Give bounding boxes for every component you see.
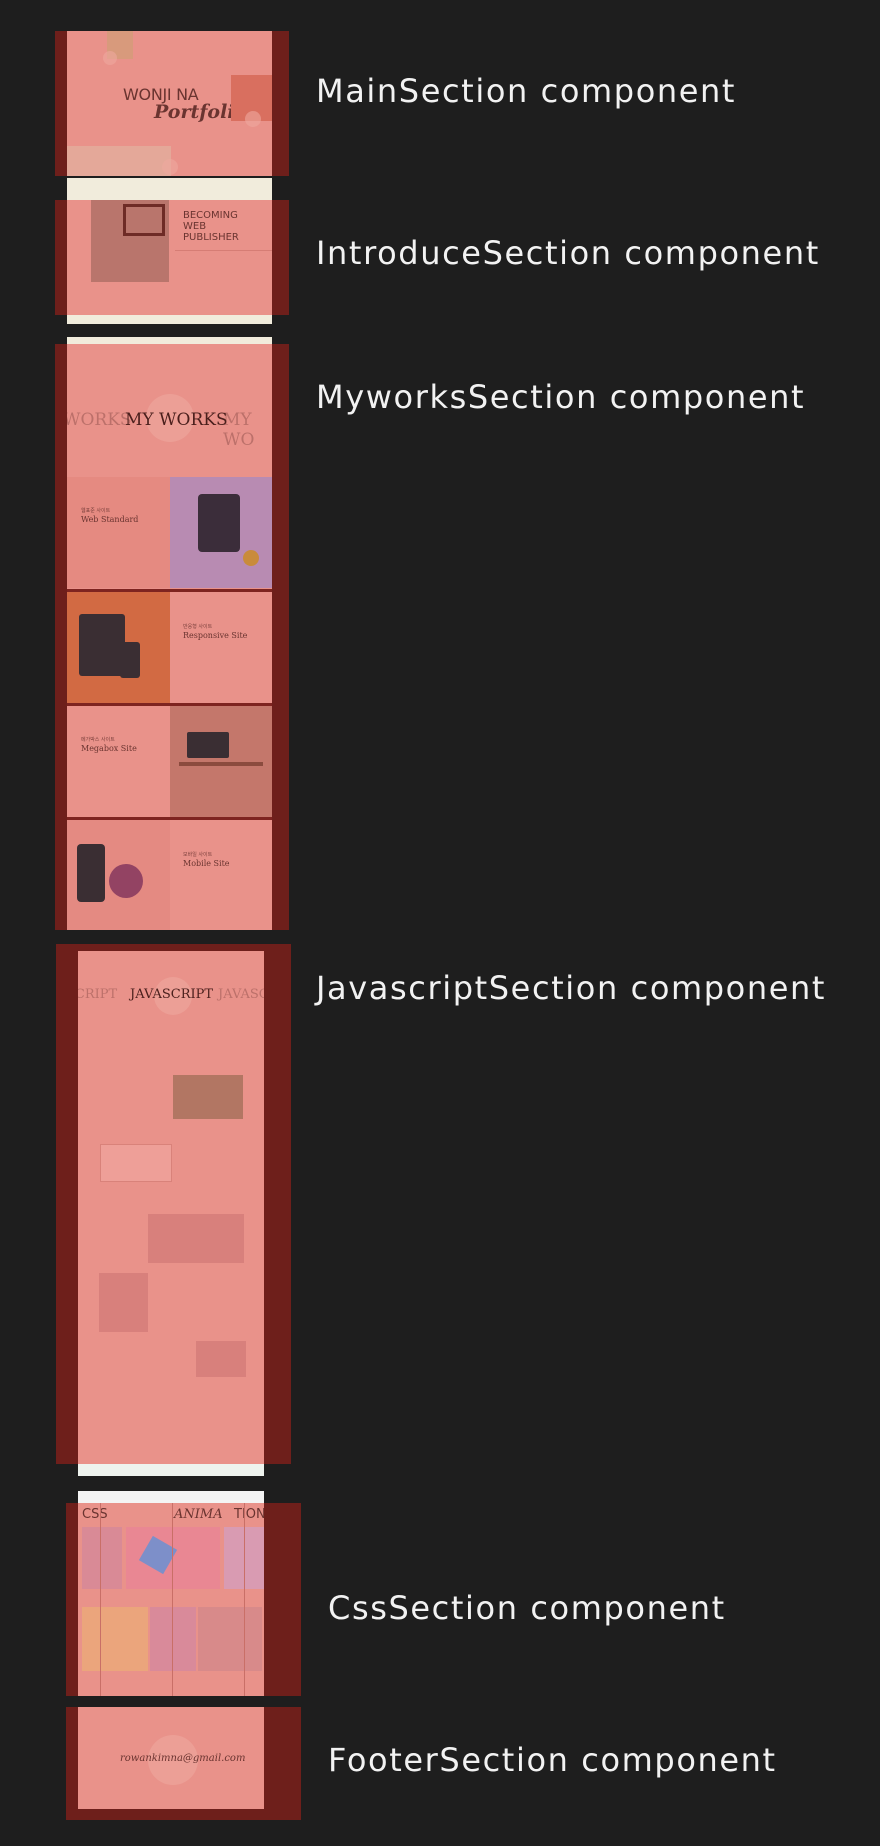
javascript-heading-circle [154,977,192,1015]
footer-section-preview[interactable]: rowankimna@gmail.com [78,1707,264,1809]
myworks-item-4-kicker: 모바일 사이트 [183,852,213,858]
javascript-bottom-strip [78,1464,264,1476]
myworks-item-1-fruit [243,550,259,566]
myworks-bg-right: MY WO [223,410,255,450]
javascript-thumb-4 [99,1273,148,1332]
footer-email[interactable]: rowankimna@gmail.com [120,1753,246,1764]
css-top-strip [78,1491,264,1503]
myworks-item-1-kicker: 웹표준 사이트 [81,508,111,514]
myworks-item-2-title: Responsive Site [183,631,248,640]
myworks-item-2-tablet [79,614,125,676]
main-photo-bottom [67,146,171,176]
css-card-6 [198,1607,262,1671]
myworks-item-3-kicker: 메가박스 사이트 [81,737,115,743]
myworks-heading-circle [146,394,194,442]
introduce-title-3: PUBLISHER [183,232,239,243]
javascript-thumb-1 [173,1075,243,1119]
css-guide-3 [244,1503,245,1696]
main-name: WONJI NA [123,85,199,104]
main-section-preview[interactable]: WONJI NA Portfolio [67,31,272,176]
myworks-item-4-flower [109,864,143,898]
javascript-thumb-5 [196,1341,246,1377]
myworks-section-label: MyworksSection component [316,378,806,416]
main-portfolio-title: Portfolio [154,101,248,123]
introduce-title-2: WEB [183,221,207,232]
javascript-section-label: JavascriptSection component [316,969,827,1007]
introduce-window [123,204,165,236]
css-section-label: CssSection component [328,1589,726,1627]
myworks-divider-3 [67,817,272,820]
css-section-preview[interactable]: CSS ANIMA TION [78,1503,264,1696]
javascript-thumb-3 [148,1214,244,1263]
main-section-label: MainSection component [316,72,737,110]
myworks-divider-1 [67,589,272,592]
css-guide-2 [172,1503,173,1696]
myworks-item-1-title: Web Standard [81,515,139,524]
myworks-item-2-kicker: 반응형 사이트 [183,624,213,630]
css-title-middle: ANIMA [174,1507,223,1522]
introduce-text-line [175,250,272,251]
myworks-heading: MY WORKS [125,410,228,430]
footer-section-label: FooterSection component [328,1741,777,1779]
javascript-bg-left: SCRIPT [78,987,118,1002]
css-title-right: TION [234,1507,264,1522]
javascript-heading: JAVASCRIPT [130,987,214,1002]
myworks-section-preview[interactable]: WORKS MY WO MY WORKS 웹표준 사이트 Web Standar… [67,344,272,930]
myworks-bg-left: WORKS [67,410,132,430]
introduce-section-preview[interactable]: BECOMING WEB PUBLISHER [67,200,272,315]
introduce-section-label: IntroduceSection component [316,234,820,272]
css-title-left: CSS [82,1507,108,1522]
main-circle-top [103,51,117,65]
css-card-1 [82,1527,122,1589]
myworks-item-3-title: Megabox Site [81,744,137,753]
myworks-item-3-laptop [187,732,229,758]
main-circle-right [245,111,261,127]
javascript-thumb-2 [100,1144,172,1182]
javascript-section-preview[interactable]: SCRIPT JAVASC JAVASCRIPT [78,951,264,1464]
javascript-bg-right: JAVASC [218,987,264,1002]
footer-circle [148,1735,198,1785]
myworks-divider-2 [67,703,272,706]
myworks-item-1-tablet [198,494,240,552]
css-card-5 [150,1607,196,1671]
css-guide-1 [100,1503,101,1696]
myworks-cream-top [67,337,272,347]
myworks-item-3-image [170,706,272,817]
introduce-title-1: BECOMING [183,210,238,221]
introduce-photo [91,200,169,282]
myworks-item-2-phone [120,642,140,678]
css-card-4 [82,1607,148,1671]
myworks-item-3-table [179,762,263,766]
myworks-item-4-title: Mobile Site [183,859,230,868]
main-circle-bottom [162,159,178,175]
myworks-item-4-phone [77,844,105,902]
